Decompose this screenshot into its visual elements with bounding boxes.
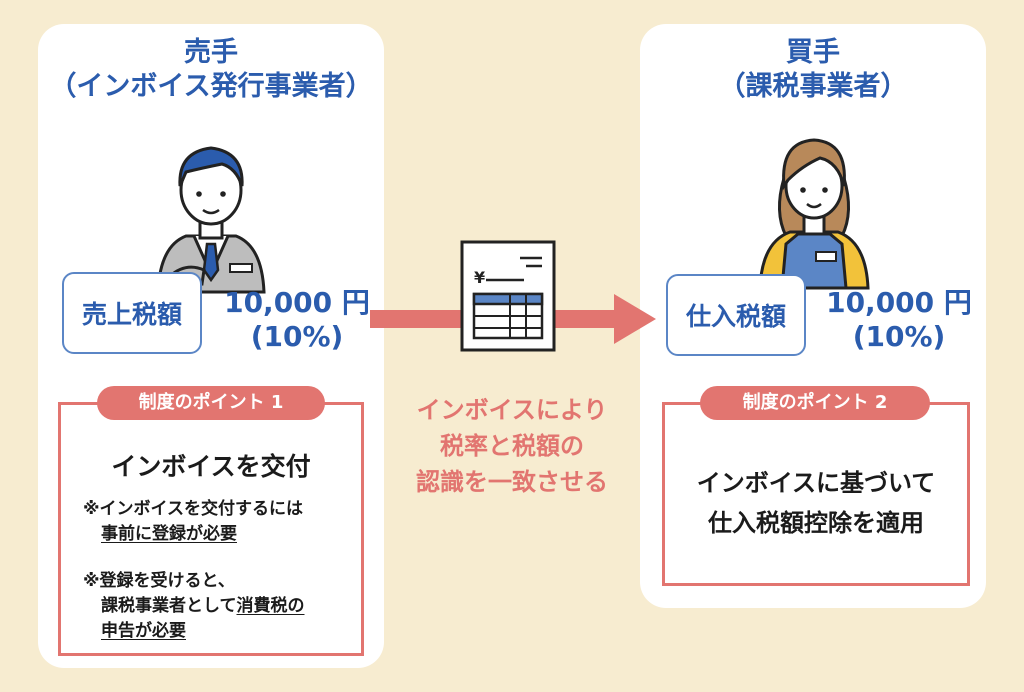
seller-amount-value: 10,000 円 — [224, 286, 370, 319]
buyer-title: 買手 （課税事業者） — [640, 36, 986, 104]
sales-tax-label-box: 売上税額 — [62, 272, 202, 354]
center-message-line3: 認識を一致させる — [416, 468, 608, 496]
seller-title-line1: 売手 — [184, 37, 238, 68]
buyer-point-badge: 制度のポイント 2 — [700, 386, 930, 420]
center-message: インボイスにより 税率と税額の 認識を一致させる — [384, 392, 640, 500]
buyer-point-main-line1: インボイスに基づいて — [696, 469, 936, 497]
purchase-tax-label-box: 仕入税額 — [666, 274, 806, 356]
seller-note-2-line1: ※登録を受けると、 — [83, 571, 235, 591]
invoice-yen-symbol: ¥ — [474, 268, 486, 287]
seller-point-badge: 制度のポイント 1 — [97, 386, 325, 420]
shopkeeper-icon — [758, 138, 870, 290]
seller-note-1-line2: 事前に登録が必要 — [101, 524, 237, 544]
seller-tax-rate: (10%) — [250, 320, 344, 353]
seller-note-2-line3: 申告が必要 — [101, 621, 186, 641]
invoice-document-icon — [460, 240, 556, 352]
seller-panel: 売手 （インボイス発行事業者） 売上税額 10,000 円 (10%) インボイ… — [38, 24, 384, 668]
buyer-title-line2: （課税事業者） — [718, 71, 908, 102]
buyer-panel: 買手 （課税事業者） 仕入税額 10,000 円 (10%) インボイスに基づい… — [640, 24, 986, 608]
seller-amount: 10,000 円 (10%) — [222, 286, 372, 354]
seller-note-2-line2a: 課税事業者として — [101, 596, 237, 616]
center-message-line2: 税率と税額の — [440, 432, 584, 460]
seller-point-main: インボイスを交付 — [111, 452, 311, 481]
buyer-amount: 10,000 円 (10%) — [824, 286, 974, 354]
buyer-title-line1: 買手 — [786, 37, 840, 68]
seller-note-2: ※登録を受けると、 課税事業者として消費税の 申告が必要 — [83, 569, 305, 644]
seller-note-1-line1: ※インボイスを交付するには — [83, 499, 304, 519]
buyer-amount-value: 10,000 円 — [826, 286, 972, 319]
seller-title-line2: （インボイス発行事業者） — [49, 71, 373, 102]
seller-point-box: インボイスを交付 ※インボイスを交付するには 事前に登録が必要 ※登録を受けると… — [58, 402, 364, 656]
businessman-icon — [156, 146, 266, 294]
arrow-head — [614, 294, 656, 344]
buyer-point-main: インボイスに基づいて 仕入税額控除を適用 — [665, 463, 967, 543]
sales-tax-label: 売上税額 — [81, 300, 182, 329]
seller-title: 売手 （インボイス発行事業者） — [38, 36, 384, 104]
buyer-tax-rate: (10%) — [852, 320, 946, 353]
purchase-tax-label: 仕入税額 — [685, 302, 786, 331]
seller-note-2-line2b: 消費税の — [236, 596, 305, 616]
center-message-line1: インボイスにより — [416, 396, 608, 424]
seller-note-1: ※インボイスを交付するには 事前に登録が必要 — [83, 497, 303, 547]
buyer-point-box: インボイスに基づいて 仕入税額控除を適用 — [662, 402, 970, 586]
buyer-point-main-line2: 仕入税額控除を適用 — [708, 509, 924, 537]
